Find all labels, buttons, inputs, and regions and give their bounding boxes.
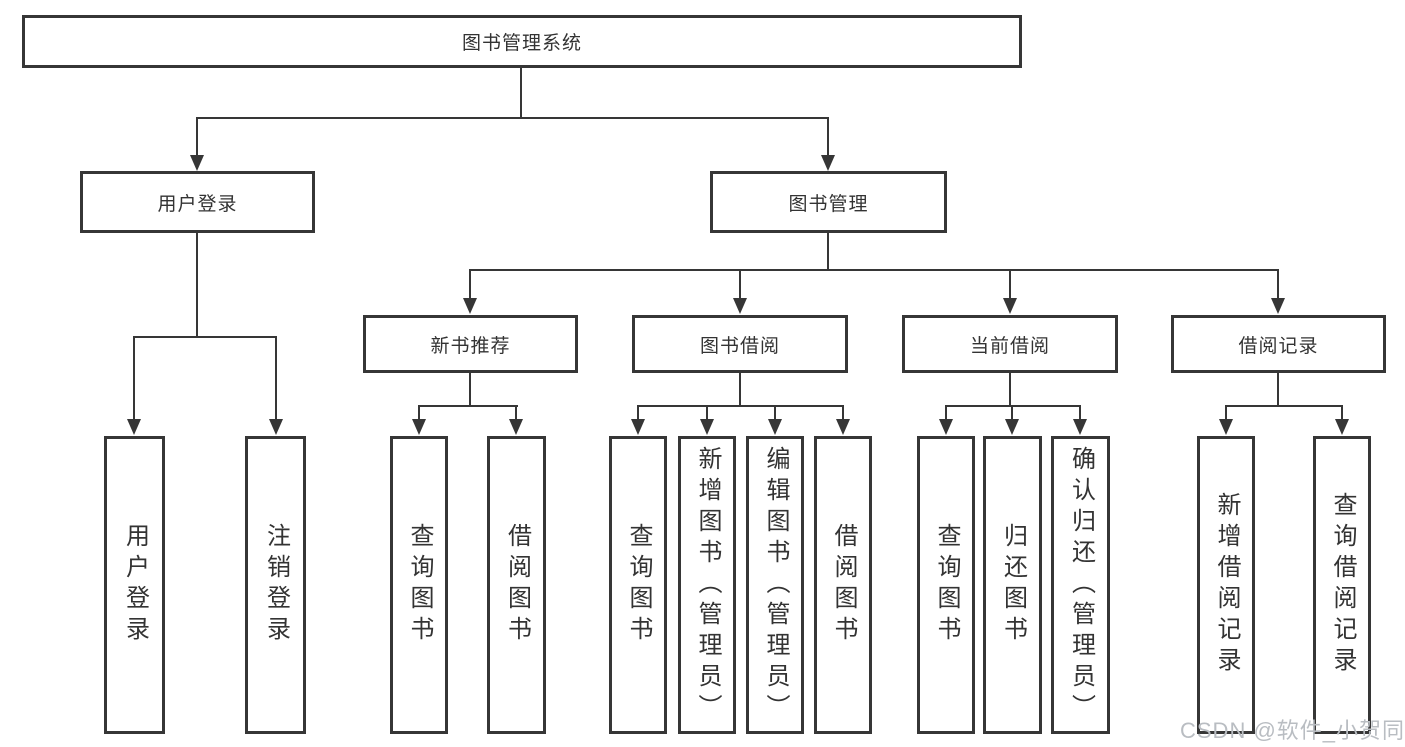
node-leaf-logout: 注销登录 <box>245 436 306 734</box>
arrow-down-icon <box>836 419 850 435</box>
connector-line <box>196 232 198 337</box>
connector-line <box>945 405 1081 407</box>
connector-line <box>1277 269 1279 299</box>
connector-line <box>739 372 741 407</box>
node-user-login: 用户登录 <box>80 171 315 233</box>
connector-line <box>1277 372 1279 407</box>
connector-line <box>637 405 844 407</box>
connector-line <box>133 336 135 420</box>
node-label: 新增借阅记录 <box>1213 492 1240 678</box>
arrow-down-icon <box>939 419 953 435</box>
node-label: 用户登录 <box>121 523 149 647</box>
connector-line <box>275 336 277 420</box>
node-leaf-query-books-3: 查询图书 <box>917 436 975 734</box>
connector-line <box>469 372 471 407</box>
connector-line <box>637 405 639 420</box>
connector-line <box>469 269 471 299</box>
node-leaf-user-login: 用户登录 <box>104 436 165 734</box>
watermark: CSDN @软件_小贺同学 <box>1180 718 1405 743</box>
connector-line <box>945 405 947 420</box>
node-label: 借阅图书 <box>830 523 857 647</box>
arrow-down-icon <box>412 419 426 435</box>
arrow-down-icon <box>631 419 645 435</box>
node-current-borrow: 当前借阅 <box>902 315 1118 373</box>
connector-line <box>774 405 776 420</box>
node-leaf-borrow-books-1: 借阅图书 <box>487 436 546 734</box>
node-leaf-query-borrow-record: 查询借阅记录 <box>1313 436 1371 734</box>
connector-line <box>418 405 518 407</box>
arrow-down-icon <box>269 419 283 435</box>
arrow-down-icon <box>821 155 835 171</box>
node-label: 注销登录 <box>262 523 290 647</box>
arrow-down-icon <box>1271 298 1285 314</box>
connector-line <box>196 117 198 157</box>
node-leaf-add-borrow-record: 新增借阅记录 <box>1197 436 1255 734</box>
node-leaf-edit-book-admin: 编辑图书（管理员） <box>746 436 804 734</box>
connector-line <box>827 117 829 157</box>
node-leaf-confirm-return-admin: 确认归还（管理员） <box>1051 436 1110 734</box>
connector-line <box>418 405 420 420</box>
connector-line <box>196 117 829 119</box>
connector-line <box>1079 405 1081 420</box>
arrow-down-icon <box>1335 419 1349 435</box>
connector-line <box>827 232 829 271</box>
node-label: 查询图书 <box>625 523 652 647</box>
node-label: 归还图书 <box>999 523 1027 647</box>
node-leaf-return-books: 归还图书 <box>983 436 1042 734</box>
arrow-down-icon <box>1005 419 1019 435</box>
arrow-down-icon <box>509 419 523 435</box>
arrow-down-icon <box>127 419 141 435</box>
arrow-down-icon <box>768 419 782 435</box>
node-label: 查询图书 <box>933 523 960 647</box>
arrow-down-icon <box>700 419 714 435</box>
node-leaf-add-book-admin: 新增图书（管理员） <box>678 436 736 734</box>
node-label: 借阅图书 <box>503 523 531 647</box>
arrow-down-icon <box>1073 419 1087 435</box>
connector-line <box>739 269 741 299</box>
node-root-library-system: 图书管理系统 <box>22 15 1022 68</box>
connector-line <box>842 405 844 420</box>
connector-line <box>1009 372 1011 407</box>
node-label: 编辑图书（管理员） <box>762 445 789 725</box>
connector-line <box>1341 405 1343 420</box>
connector-line <box>1011 405 1013 420</box>
node-leaf-query-books-1: 查询图书 <box>390 436 448 734</box>
connector-line <box>469 269 1279 271</box>
connector-line <box>520 67 522 118</box>
connector-line <box>515 405 517 420</box>
node-book-borrow: 图书借阅 <box>632 315 848 373</box>
node-label: 查询图书 <box>406 523 433 647</box>
arrow-down-icon <box>1003 298 1017 314</box>
node-new-book-recommend: 新书推荐 <box>363 315 578 373</box>
arrow-down-icon <box>463 298 477 314</box>
node-book-management: 图书管理 <box>710 171 947 233</box>
arrow-down-icon <box>190 155 204 171</box>
connector-line <box>1225 405 1343 407</box>
connector-line <box>706 405 708 420</box>
node-leaf-query-books-2: 查询图书 <box>609 436 667 734</box>
connector-line <box>1009 269 1011 299</box>
connector-line <box>133 336 277 338</box>
node-label: 查询借阅记录 <box>1329 492 1356 678</box>
node-borrow-records: 借阅记录 <box>1171 315 1386 373</box>
arrow-down-icon <box>1219 419 1233 435</box>
node-label: 确认归还（管理员） <box>1067 445 1095 725</box>
node-leaf-borrow-books-2: 借阅图书 <box>814 436 872 734</box>
connector-line <box>1225 405 1227 420</box>
arrow-down-icon <box>733 298 747 314</box>
node-label: 新增图书（管理员） <box>694 445 721 725</box>
